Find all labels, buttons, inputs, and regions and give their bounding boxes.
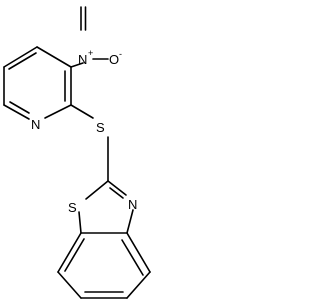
nitro-o-charge: - xyxy=(119,49,122,59)
benzene-bond-c3a-c4-inner xyxy=(121,239,144,276)
benzene-bond-c7-c7a-inner xyxy=(64,238,85,272)
pyridine-bond-c4-c5 xyxy=(3,46,38,68)
pyridine-bond-c3-c4 xyxy=(36,46,72,68)
nitro-n-charge: + xyxy=(88,48,93,58)
thiazole-ring-bonds xyxy=(78,180,134,234)
nitro-group-bonds xyxy=(70,6,109,68)
chemical-structure-diagram: N + O - N S S N xyxy=(3,6,151,299)
benzene-bond-c6-c7 xyxy=(57,271,82,299)
thiazole-bond-n3-c3a xyxy=(126,209,134,234)
thiazole-bond-c2-n3-inner xyxy=(109,187,124,199)
thiazole-bond-c2-s1 xyxy=(85,180,109,200)
thiazole-s-label: S xyxy=(68,200,77,215)
benzene-ring-bonds xyxy=(57,232,151,299)
benzene-bond-c7-c7a xyxy=(57,232,82,273)
pyridine-ring-bonds xyxy=(3,46,72,120)
pyridine-bond-n1-c2 xyxy=(44,104,72,119)
thiazole-bond-s1-c7a xyxy=(78,211,82,234)
pyridine-n-label: N xyxy=(31,117,40,132)
benzene-bond-c3a-c4 xyxy=(126,232,151,273)
thioether-s-label: S xyxy=(96,120,105,135)
pyridine-bond-c4-c5-inner xyxy=(8,52,37,70)
nitro-n-label: N xyxy=(78,52,87,67)
pyridine-bond-c6-n1-inner xyxy=(9,101,30,114)
pyridine-bond-c6-n1 xyxy=(3,104,30,120)
thiazole-n-label: N xyxy=(128,197,137,212)
bond-ring-to-nitro-n xyxy=(70,62,84,68)
bond-pyridine-to-s xyxy=(70,104,94,119)
nitro-o-label: O xyxy=(109,52,119,67)
atom-labels: N + O - N S S N xyxy=(31,48,137,215)
benzene-bond-c4-c5 xyxy=(126,271,151,299)
thioether-bonds xyxy=(70,104,109,182)
thiazole-bond-c2-n3 xyxy=(107,180,127,196)
